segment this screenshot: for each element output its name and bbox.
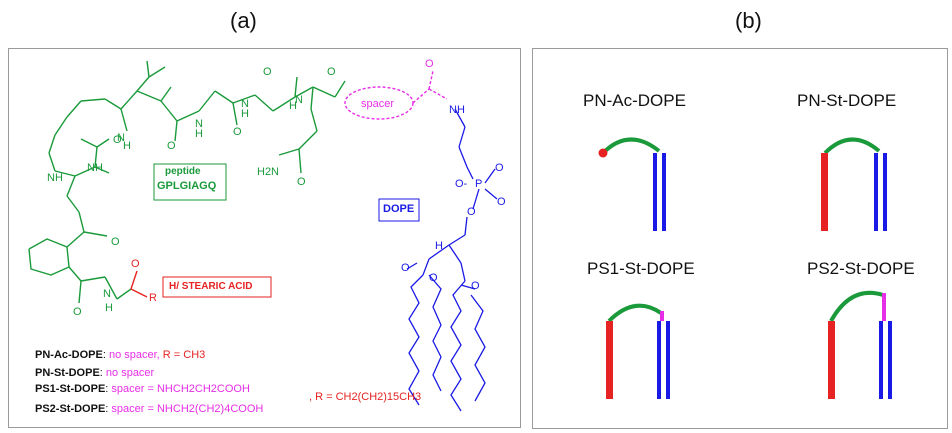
dope-atoms: NH P O- O O O H O O O — [401, 104, 506, 292]
atom-o: O — [429, 272, 438, 284]
lipid-tail — [883, 153, 887, 231]
legend-r-formula: CH3 — [183, 349, 206, 361]
dope-box — [378, 198, 420, 222]
peptide-backbone — [28, 60, 346, 304]
acid-box — [162, 276, 272, 298]
lipid-tail — [662, 153, 666, 231]
peptide-arc — [823, 137, 881, 155]
atom-p: P — [475, 178, 482, 190]
atom-o: O — [263, 66, 272, 78]
atom-o: O — [497, 196, 506, 208]
structure-label: PS2-St-DOPE — [807, 259, 915, 278]
atom-r: R — [149, 292, 157, 304]
stearic-tail — [828, 321, 835, 399]
chemical-structure-panel: NH O NH H N O N H O N H O N H O H2N O N … — [8, 48, 521, 428]
structure-label: PN-Ac-DOPE — [583, 91, 686, 110]
legend-spacer: spacer = — [111, 403, 157, 415]
atom-o: O — [111, 236, 120, 248]
legend-r-stearic: , R = CH2(CH2)15CH3 — [309, 391, 421, 403]
atom-n: N — [295, 94, 303, 106]
structure-pn-st-dope — [821, 137, 887, 231]
legend-line: PS2-St-DOPE: spacer = NHCH2(CH2)4COOH — [35, 403, 264, 415]
atom-o-minus: O- — [455, 178, 468, 190]
atom-h-sub: H — [435, 240, 443, 252]
legend-r-formula: CH2(CH2)15CH3 — [335, 391, 422, 403]
spacer-label: spacer — [361, 98, 394, 110]
structure-ps1-st-dope — [606, 303, 670, 399]
legend-name: PS2-St-DOPE — [35, 403, 106, 415]
atom-n: N — [103, 288, 111, 300]
acyl-group — [130, 270, 148, 298]
legend-line: PN-Ac-DOPE: no spacer, R = CH3 — [35, 349, 206, 361]
atom-o: O — [471, 280, 480, 292]
atom-o: O — [495, 162, 504, 174]
atom-h: H — [105, 302, 113, 314]
legend-name: PN-St-DOPE — [35, 367, 100, 379]
schematic-panel: PN-Ac-DOPE PN-St-DOPE PS1-St-DOPE PS2-St… — [532, 48, 948, 429]
atom-o: O — [401, 262, 410, 274]
peptide-atoms: NH O NH H N O N H O N H O N H O H2N O N … — [47, 66, 336, 318]
legend-r-prefix: , R = — [309, 391, 336, 403]
peptide-label-1: peptide — [165, 166, 201, 177]
atom-o: O — [167, 140, 176, 152]
atom-h: H — [241, 108, 249, 120]
atom-nh: NH — [87, 162, 103, 174]
legend-spacer-formula: NHCH2(CH2)4COOH — [156, 403, 264, 415]
atom-o: O — [131, 258, 140, 270]
lipid-tail — [888, 321, 892, 399]
atom-nh: NH — [47, 172, 63, 184]
legend-spacer-formula: NHCH2CH2COOH — [156, 383, 250, 395]
atom-o: O — [425, 58, 434, 70]
lipid-tail — [653, 153, 657, 231]
peptide-arc — [601, 137, 661, 155]
peptide-arc — [607, 303, 663, 323]
acyl-atoms: O R — [131, 258, 157, 304]
atom-o: O — [113, 134, 122, 146]
dope-label: DOPE — [383, 203, 415, 215]
panel-b-label: (b) — [735, 8, 762, 33]
atom-o: O — [73, 306, 82, 318]
atom-n: N — [117, 132, 125, 144]
atom-h2n: H2N — [257, 166, 279, 178]
legend-spacer: no spacer, — [108, 349, 163, 361]
lipid-tail — [874, 153, 878, 231]
legend-name: PS1-St-DOPE — [35, 383, 106, 395]
peptide-label-2: GPLGIAGQ — [157, 180, 217, 192]
structure-drawing: NH O NH H N O N H O N H O N H O H2N O N … — [28, 58, 506, 412]
atom-o: O — [297, 176, 306, 188]
atom-o: O — [327, 66, 336, 78]
panel-a-label: (a) — [230, 8, 257, 33]
atom-nh: NH — [449, 104, 465, 116]
legend-line: PN-St-DOPE: no spacer — [35, 367, 155, 379]
legend-spacer: no spacer — [105, 367, 155, 379]
atom-h: H — [289, 100, 297, 112]
structure-pn-ac-dope — [598, 137, 666, 231]
lipid-tail — [666, 321, 670, 399]
acid-label: H/ STEARIC ACID — [169, 281, 253, 292]
atom-h: H — [123, 140, 131, 152]
lipid-tail — [879, 321, 883, 399]
stearic-tail — [821, 153, 828, 231]
schematic-drawing — [598, 137, 892, 399]
atom-n: N — [241, 98, 249, 110]
legend-line: PS1-St-DOPE: spacer = NHCH2CH2COOH — [35, 383, 250, 395]
structure-label: PS1-St-DOPE — [587, 259, 695, 278]
peptide-box — [153, 163, 227, 201]
atom-o: O — [233, 126, 242, 138]
legend-spacer: spacer = — [111, 383, 157, 395]
legend-name: PN-Ac-DOPE — [35, 349, 103, 361]
atom-h: H — [195, 128, 203, 140]
stearic-tail — [606, 321, 613, 399]
atom-o: O — [467, 206, 476, 218]
structure-label: PN-St-DOPE — [797, 91, 897, 110]
structure-ps2-st-dope — [828, 290, 892, 399]
legend-r: R = — [162, 349, 184, 361]
lipid-tail — [657, 321, 661, 399]
peptide-arc — [829, 290, 884, 322]
spacer-linker — [412, 70, 448, 104]
acetyl-dot — [598, 148, 608, 158]
dope-lipid — [406, 108, 498, 412]
atom-n: N — [195, 118, 203, 130]
